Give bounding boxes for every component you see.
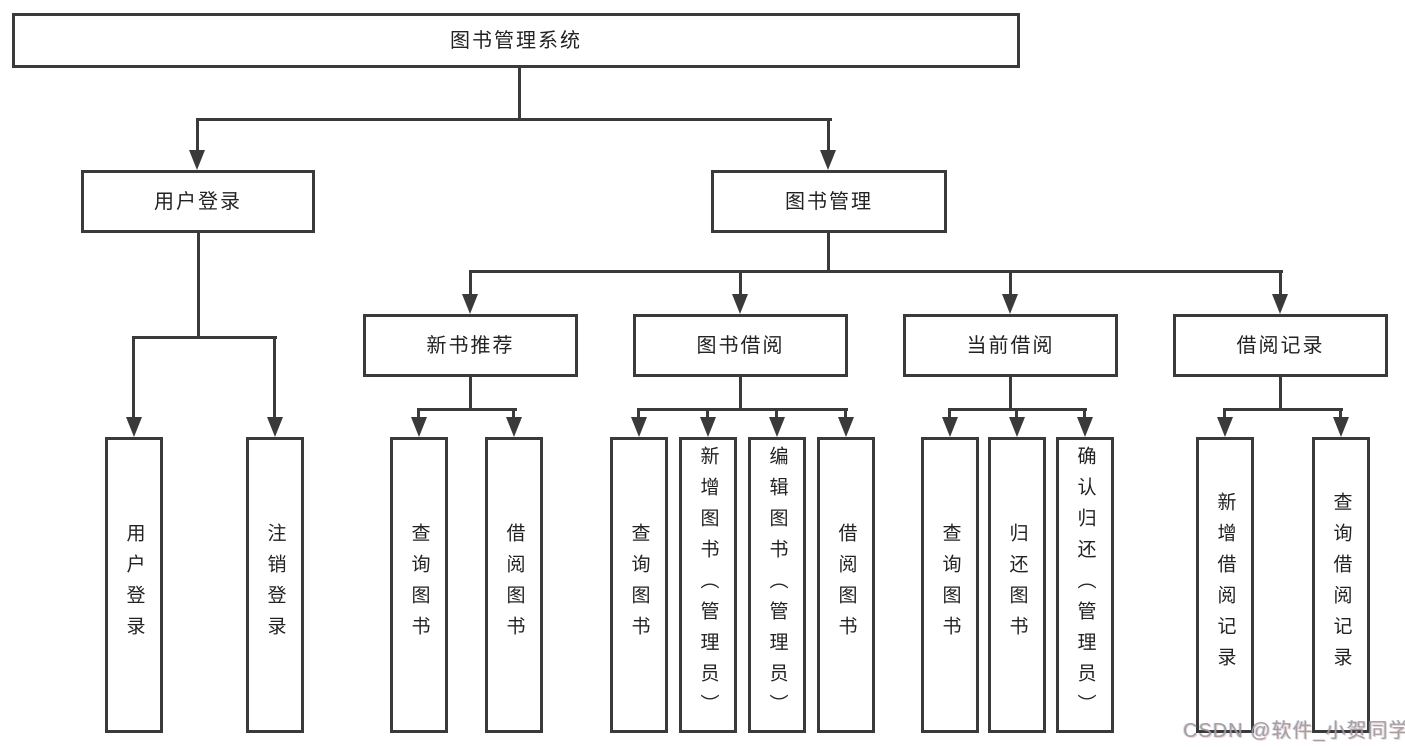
connector-bookmgmt-hline [469, 270, 1283, 273]
connector-nbr-shaft-1 [417, 408, 420, 420]
arrow-down-icon [1009, 417, 1025, 437]
node-book-management: 图书管理 [711, 170, 947, 233]
leaf-bb-borrow-books: 借阅图书 [817, 437, 875, 733]
arrow-down-icon [462, 294, 478, 314]
arrow-down-icon [126, 417, 142, 437]
node-new-book-recommend: 新书推荐 [363, 314, 578, 377]
connector-bb-hline [637, 408, 848, 411]
leaf-logout: 注销登录 [246, 437, 304, 733]
arrow-down-icon [1272, 294, 1288, 314]
connector-bb-vline [739, 377, 742, 410]
node-book-borrow: 图书借阅 [633, 314, 848, 377]
leaf-br-query-record: 查询借阅记录 [1312, 437, 1370, 733]
connector-bookmgmt-shaft-1 [469, 270, 472, 296]
connector-br-vline [1279, 377, 1282, 410]
leaf-cb-confirm-return-admin: 确认归还（管理员） [1056, 437, 1114, 733]
connector-br-shaft-2 [1339, 408, 1342, 420]
arrow-down-icon [506, 417, 522, 437]
connector-root-right-shaft [827, 118, 830, 154]
connector-bookmgmt-shaft-3 [1009, 270, 1012, 296]
arrow-down-icon [942, 417, 958, 437]
arrow-down-icon [1333, 417, 1349, 437]
arrow-down-icon [1217, 417, 1233, 437]
connector-cb-shaft-3 [1083, 408, 1086, 420]
node-borrow-record: 借阅记录 [1173, 314, 1388, 377]
leaf-bb-query-books: 查询图书 [610, 437, 668, 733]
leaf-user-login: 用户登录 [105, 437, 163, 733]
arrow-down-icon [838, 417, 854, 437]
arrow-down-icon [411, 417, 427, 437]
connector-cb-shaft-2 [1015, 408, 1018, 420]
node-current-borrow: 当前借阅 [903, 314, 1118, 377]
arrow-down-icon [631, 417, 647, 437]
connector-bookmgmt-vline [827, 233, 830, 273]
connector-userlogin-shaft-2 [273, 336, 276, 420]
connector-bookmgmt-shaft-2 [739, 270, 742, 296]
arrow-down-icon [769, 417, 785, 437]
arrow-down-icon [189, 150, 205, 170]
arrow-down-icon [1002, 294, 1018, 314]
connector-bb-shaft-1 [637, 408, 640, 420]
leaf-bb-add-books-admin: 新增图书（管理员） [679, 437, 737, 733]
connector-bb-shaft-4 [844, 408, 847, 420]
leaf-nbr-query-books: 查询图书 [390, 437, 448, 733]
leaf-bb-edit-books-admin: 编辑图书（管理员） [748, 437, 806, 733]
connector-root-left-shaft [196, 118, 199, 154]
connector-userlogin-hline [132, 336, 277, 339]
leaf-nbr-borrow-books: 借阅图书 [485, 437, 543, 733]
connector-root-vline [518, 68, 521, 121]
leaf-cb-query-books: 查询图书 [921, 437, 979, 733]
arrow-down-icon [700, 417, 716, 437]
connector-cb-shaft-1 [948, 408, 951, 420]
leaf-cb-return-books: 归还图书 [988, 437, 1046, 733]
csdn-watermark: CSDN @软件_小贺同学 [1183, 720, 1405, 742]
connector-nbr-shaft-2 [512, 408, 515, 420]
connector-bb-shaft-2 [706, 408, 709, 420]
node-user-login: 用户登录 [81, 170, 315, 233]
connector-nbr-hline [417, 408, 517, 411]
connector-br-hline [1223, 408, 1343, 411]
connector-cb-vline [1009, 377, 1012, 410]
connector-nbr-vline [469, 377, 472, 410]
leaf-br-add-record: 新增借阅记录 [1196, 437, 1254, 733]
connector-bb-shaft-3 [775, 408, 778, 420]
connector-bookmgmt-shaft-4 [1279, 270, 1282, 296]
connector-userlogin-shaft-1 [132, 336, 135, 420]
arrow-down-icon [732, 294, 748, 314]
arrow-down-icon [267, 417, 283, 437]
arrow-down-icon [820, 150, 836, 170]
node-library-system: 图书管理系统 [12, 13, 1020, 68]
arrow-down-icon [1077, 417, 1093, 437]
connector-root-hline [196, 118, 832, 121]
connector-userlogin-vline [197, 233, 200, 339]
connector-br-shaft-1 [1223, 408, 1226, 420]
